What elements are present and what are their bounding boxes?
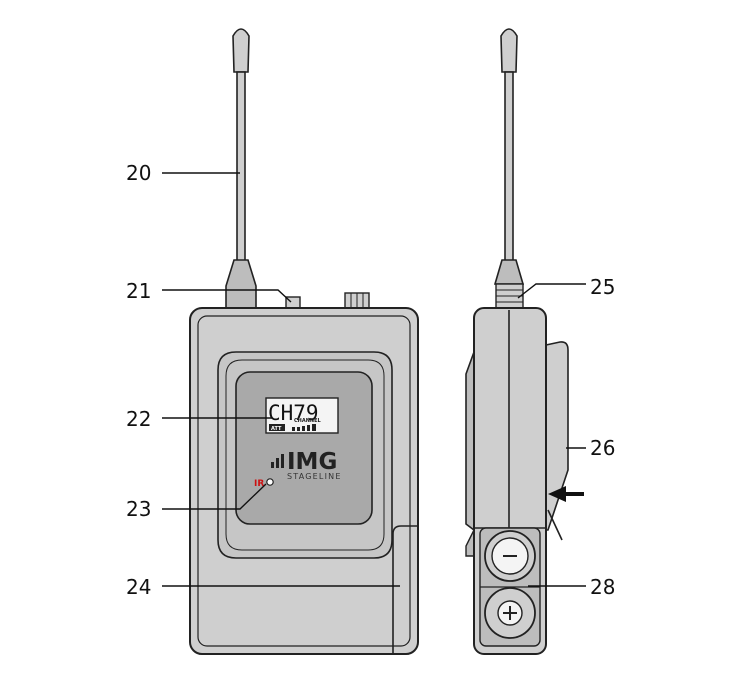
ir-label: IR bbox=[254, 479, 264, 489]
side-antenna-tip bbox=[500, 28, 518, 73]
front-window bbox=[235, 371, 373, 525]
lcd-channel-text: CH79 bbox=[268, 401, 319, 425]
callout-24: 24 bbox=[126, 575, 151, 599]
side-antenna-rod bbox=[504, 71, 514, 263]
side-rear-bump bbox=[465, 351, 475, 532]
belt-clip bbox=[545, 341, 569, 531]
front-housing-inner bbox=[197, 315, 411, 647]
callout-22: 22 bbox=[126, 407, 151, 431]
lcd-att-box bbox=[269, 424, 285, 431]
plus-icon bbox=[503, 606, 517, 620]
ir-sensor bbox=[266, 478, 274, 486]
callout-25: 25 bbox=[590, 275, 615, 299]
brand-logo: IMG bbox=[287, 449, 337, 475]
callout-21: 21 bbox=[126, 279, 151, 303]
brand-subline: STAGELINE bbox=[287, 472, 342, 481]
clip-arrow-icon bbox=[548, 486, 584, 502]
side-view bbox=[465, 28, 584, 655]
front-antenna-tip bbox=[232, 28, 250, 73]
front-view: CH79 ATT CHANNEL IMG STAGELINE IR bbox=[189, 28, 419, 655]
callouts: 20 21 22 23 24 25 26 28 bbox=[126, 161, 615, 599]
callout-20: 20 bbox=[126, 161, 151, 185]
battery-cover-edge bbox=[392, 525, 418, 654]
img-logo-mark bbox=[271, 454, 284, 468]
front-antenna-rod bbox=[236, 71, 246, 263]
callout-28: 28 bbox=[590, 575, 615, 599]
side-antenna-base bbox=[493, 259, 525, 285]
lcd-att-label: ATT bbox=[271, 426, 282, 432]
lcd-channel-label: CHANNEL bbox=[294, 418, 322, 424]
callout-23: 23 bbox=[126, 497, 151, 521]
callout-26: 26 bbox=[590, 436, 615, 460]
front-antenna-base bbox=[225, 259, 257, 311]
